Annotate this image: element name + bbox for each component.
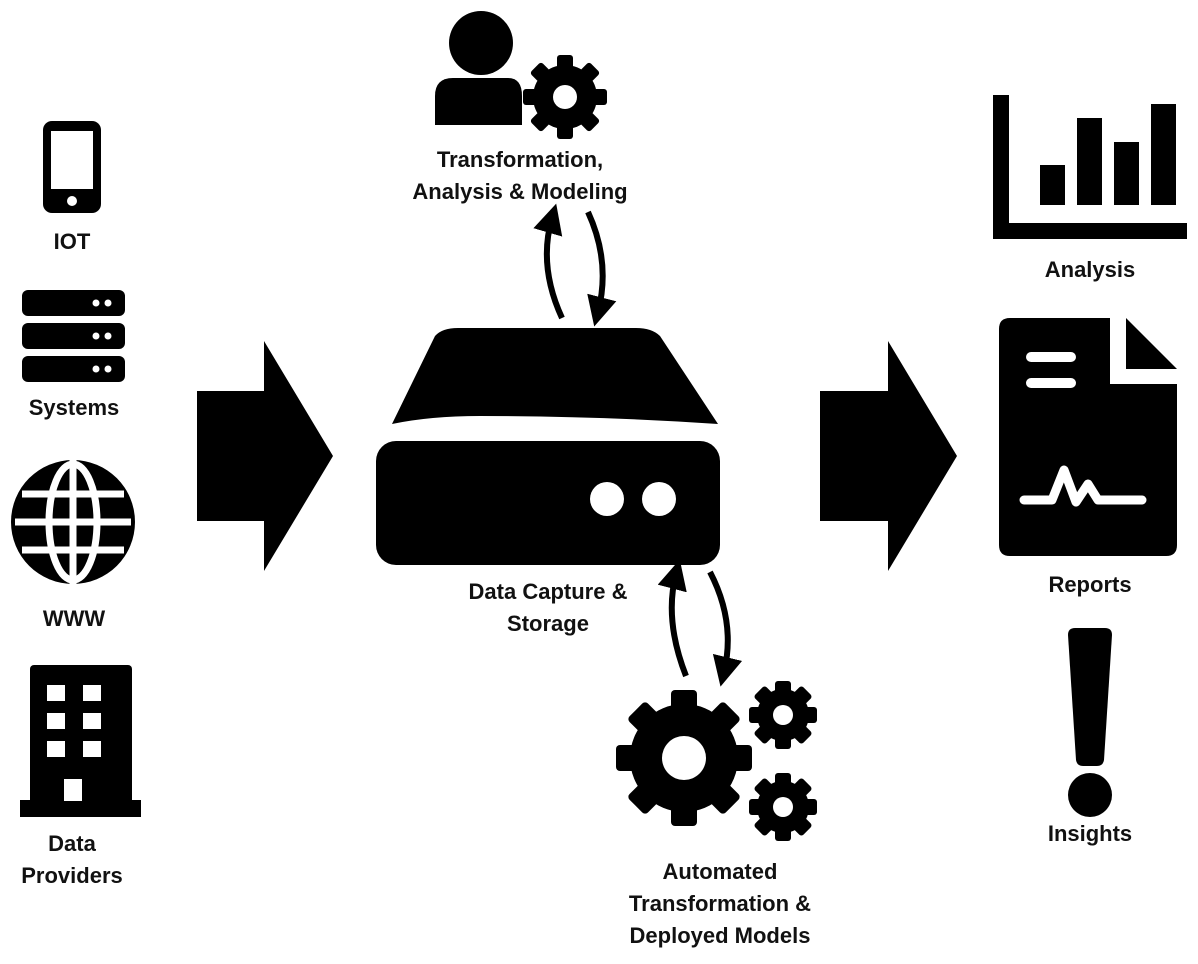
server-rack-icon [22, 290, 125, 382]
www-label: WWW [42, 606, 106, 631]
storage-label-line1: Data Capture & [468, 579, 628, 604]
cycle-arrows-icon [533, 203, 617, 327]
bar-chart-icon [993, 95, 1187, 239]
building-icon [20, 665, 141, 817]
data-providers-label-line2: Providers [21, 863, 123, 888]
insights-label: Insights [1047, 821, 1133, 846]
phone-icon [43, 121, 101, 213]
user-gear-icon [435, 11, 607, 139]
cycle-arrows-icon [657, 559, 743, 687]
report-document-icon [999, 318, 1177, 556]
modeling-label-line2: Analysis & Modeling [412, 179, 628, 204]
automated-label: Automated Transformation & Deployed Mode… [600, 856, 840, 952]
storage-drive-icon [376, 328, 720, 565]
gears-icon [616, 681, 817, 841]
flow-arrow-icon [197, 341, 333, 571]
reports-label: Reports [1048, 572, 1132, 597]
automated-label-line3: Deployed Models [629, 923, 811, 948]
globe-icon [11, 460, 135, 584]
exclamation-icon [1068, 628, 1112, 817]
data-providers-label: Data Providers [10, 828, 134, 892]
systems-label: Systems [28, 395, 120, 420]
modeling-label: Transformation, Analysis & Modeling [390, 144, 650, 208]
data-providers-label-line1: Data [48, 831, 96, 856]
automated-label-line2: Transformation & [628, 891, 812, 916]
modeling-label-line1: Transformation, [436, 147, 604, 172]
storage-label-line2: Storage [507, 611, 589, 636]
iot-label: IOT [53, 229, 91, 254]
analysis-label: Analysis [1044, 257, 1136, 282]
automated-label-line1: Automated [662, 859, 778, 884]
flow-arrow-icon [820, 341, 957, 571]
storage-label: Data Capture & Storage [446, 576, 650, 640]
